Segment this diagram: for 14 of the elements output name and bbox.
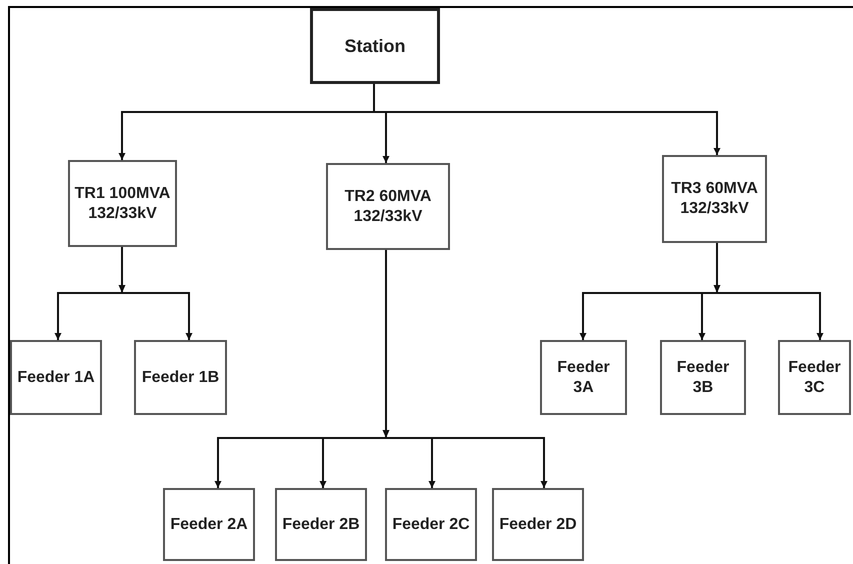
equipment-box: TR3 60MVA 132/33kV <box>662 155 767 243</box>
equipment-box: TR2 60MVA 132/33kV <box>326 163 450 250</box>
equipment-box: Feeder 2D <box>492 488 584 561</box>
equipment-box: Feeder 2B <box>275 488 367 561</box>
equipment-box: Feeder 1A <box>10 340 102 415</box>
equipment-box: Feeder 3A <box>540 340 627 415</box>
equipment-box: Feeder 2C <box>385 488 477 561</box>
equipment-box: TR1 100MVA 132/33kV <box>68 160 177 247</box>
equipment-box: Feeder 3C <box>778 340 851 415</box>
equipment-box: Feeder 2A <box>163 488 255 561</box>
equipment-box: Feeder 3B <box>660 340 746 415</box>
equipment-box: Feeder 1B <box>134 340 227 415</box>
station-box: Station <box>310 8 440 84</box>
connector-arrow <box>373 84 720 155</box>
